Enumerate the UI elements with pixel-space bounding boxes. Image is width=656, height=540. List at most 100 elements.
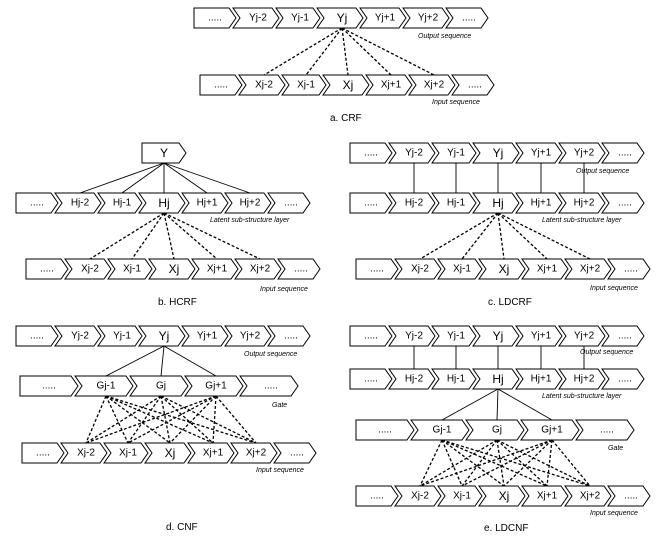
input-node-shape [564,485,612,507]
input-node-shape [521,258,569,280]
latent-row-label: Latent sub-structure layer [542,217,622,224]
gate-node-shape [355,419,415,441]
latent-node-hjplus2: Hj+2 [558,368,606,390]
panel-caption: e. LDCNF [484,523,528,534]
output-node-yjminus1: Yj-1 [431,325,477,347]
output-node-shape [558,142,606,164]
latent-node-label: Hj-1 [113,198,132,209]
input-node-label: Xj+2 [580,264,601,275]
output-node-label: Yj+2 [574,331,595,342]
latent-row-label: Latent sub-structure layer [542,393,622,400]
output-node-label: Yj+1 [375,13,396,24]
dependency-edge [131,212,165,260]
output-node-shape [54,325,102,347]
output-row-label: Output sequence [580,349,633,356]
output-node-shape [472,142,520,164]
input-node-label: ..... [468,80,482,91]
latent-node-ellipsis: ..... [267,192,311,214]
dependency-edge [160,395,171,444]
output-node-label: Yj [159,329,170,343]
output-node-yj: Yj [138,325,186,347]
input-node-label: Xj+2 [246,448,267,459]
input-node-xjplus1: Xj+1 [191,258,239,280]
latent-node-hjminus2: Hj-2 [54,192,102,214]
dependency-edge [105,395,257,444]
input-node-xjminus1: Xj-1 [437,258,483,280]
latent-node-label: ..... [364,198,378,209]
output-node-label: Yj-1 [113,331,131,342]
dependency-edge [551,439,591,487]
input-node-xjplus2: Xj+2 [408,74,456,96]
input-node-label: Xj+2 [580,491,601,502]
output-node-yjplus1: Yj+1 [515,142,563,164]
input-node-label: Xj-2 [255,80,273,91]
input-node-label: Xj+1 [207,264,228,275]
output-node-shape [316,7,364,29]
dependency-edge [441,388,499,421]
latent-node-hjminus2: Hj-2 [388,192,436,214]
input-row-label: Input sequence [432,99,480,106]
input-node-xjminus2: Xj-2 [64,258,112,280]
panel-caption: c. LDCRF [488,297,532,308]
gate-node-ellipsis: ..... [575,419,635,441]
latent-node-shape [349,368,393,390]
input-node-ellipsis: ..... [451,74,495,96]
output-node-shape [558,325,606,347]
latent-node-hjminus1: Hj-1 [431,368,477,390]
dependency-edge [461,212,499,260]
input-node-label: Xj+1 [537,264,558,275]
input-node-label: Xj [169,262,180,276]
gate-node-gjplus1: Gj+1 [520,419,580,441]
input-node-shape [238,74,286,96]
input-node-shape [230,442,278,464]
dependency-edge [497,388,553,421]
output-node-shape [15,325,59,347]
gate-node-shape [19,375,79,397]
output-node-shape [275,7,321,29]
output-node-ellipsis: ..... [601,325,645,347]
latent-node-shape [472,192,520,214]
output-node-yj: Yj [472,142,520,164]
input-node-shape [199,74,243,96]
input-node-label: Xj [165,446,176,460]
input-node-xj: Xj [478,485,526,507]
output-node-label: ..... [284,331,298,342]
input-node-shape [607,485,651,507]
input-node-xjminus1: Xj-1 [281,74,327,96]
input-node-shape [394,258,442,280]
output-node-label: Yj-1 [447,148,465,159]
output-row-label: Output sequence [576,168,629,175]
input-node-label: Xj+2 [424,80,445,91]
dependency-edge [341,27,349,76]
input-node-shape [187,442,235,464]
output-node-shape [445,7,489,29]
dependency-edge [169,395,217,444]
dependency-edge [163,212,175,260]
panel-caption: d. CNF [166,522,198,533]
input-node-xjplus1: Xj+1 [521,258,569,280]
input-node-xjplus1: Xj+1 [365,74,413,96]
dependency-edge [441,439,548,487]
dependency-edge [127,395,217,444]
input-node-xjplus1: Xj+1 [187,442,235,464]
input-node-xjminus2: Xj-2 [394,485,442,507]
input-node-label: ..... [214,80,228,91]
input-node-shape [408,74,456,96]
gate-node-label: ..... [42,381,56,392]
dependency-edge [497,212,505,260]
input-row-label: Input sequence [256,467,304,474]
latent-node-hjminus2: Hj-2 [388,368,436,390]
gate-node-ellipsis: ..... [355,419,415,441]
input-node-xjminus1: Xj-1 [107,258,153,280]
output-node-label: Yj+2 [418,13,439,24]
input-node-shape [148,258,196,280]
dependency-edge [85,395,107,444]
latent-node-shape [515,368,563,390]
output-node-label: Yj+1 [197,331,218,342]
gate-node-label: ..... [378,425,392,436]
latent-node-label: Hj-2 [405,374,424,385]
input-node-xj: Xj [144,442,192,464]
output-node-label: Yj-1 [447,331,465,342]
input-node-shape [564,258,612,280]
